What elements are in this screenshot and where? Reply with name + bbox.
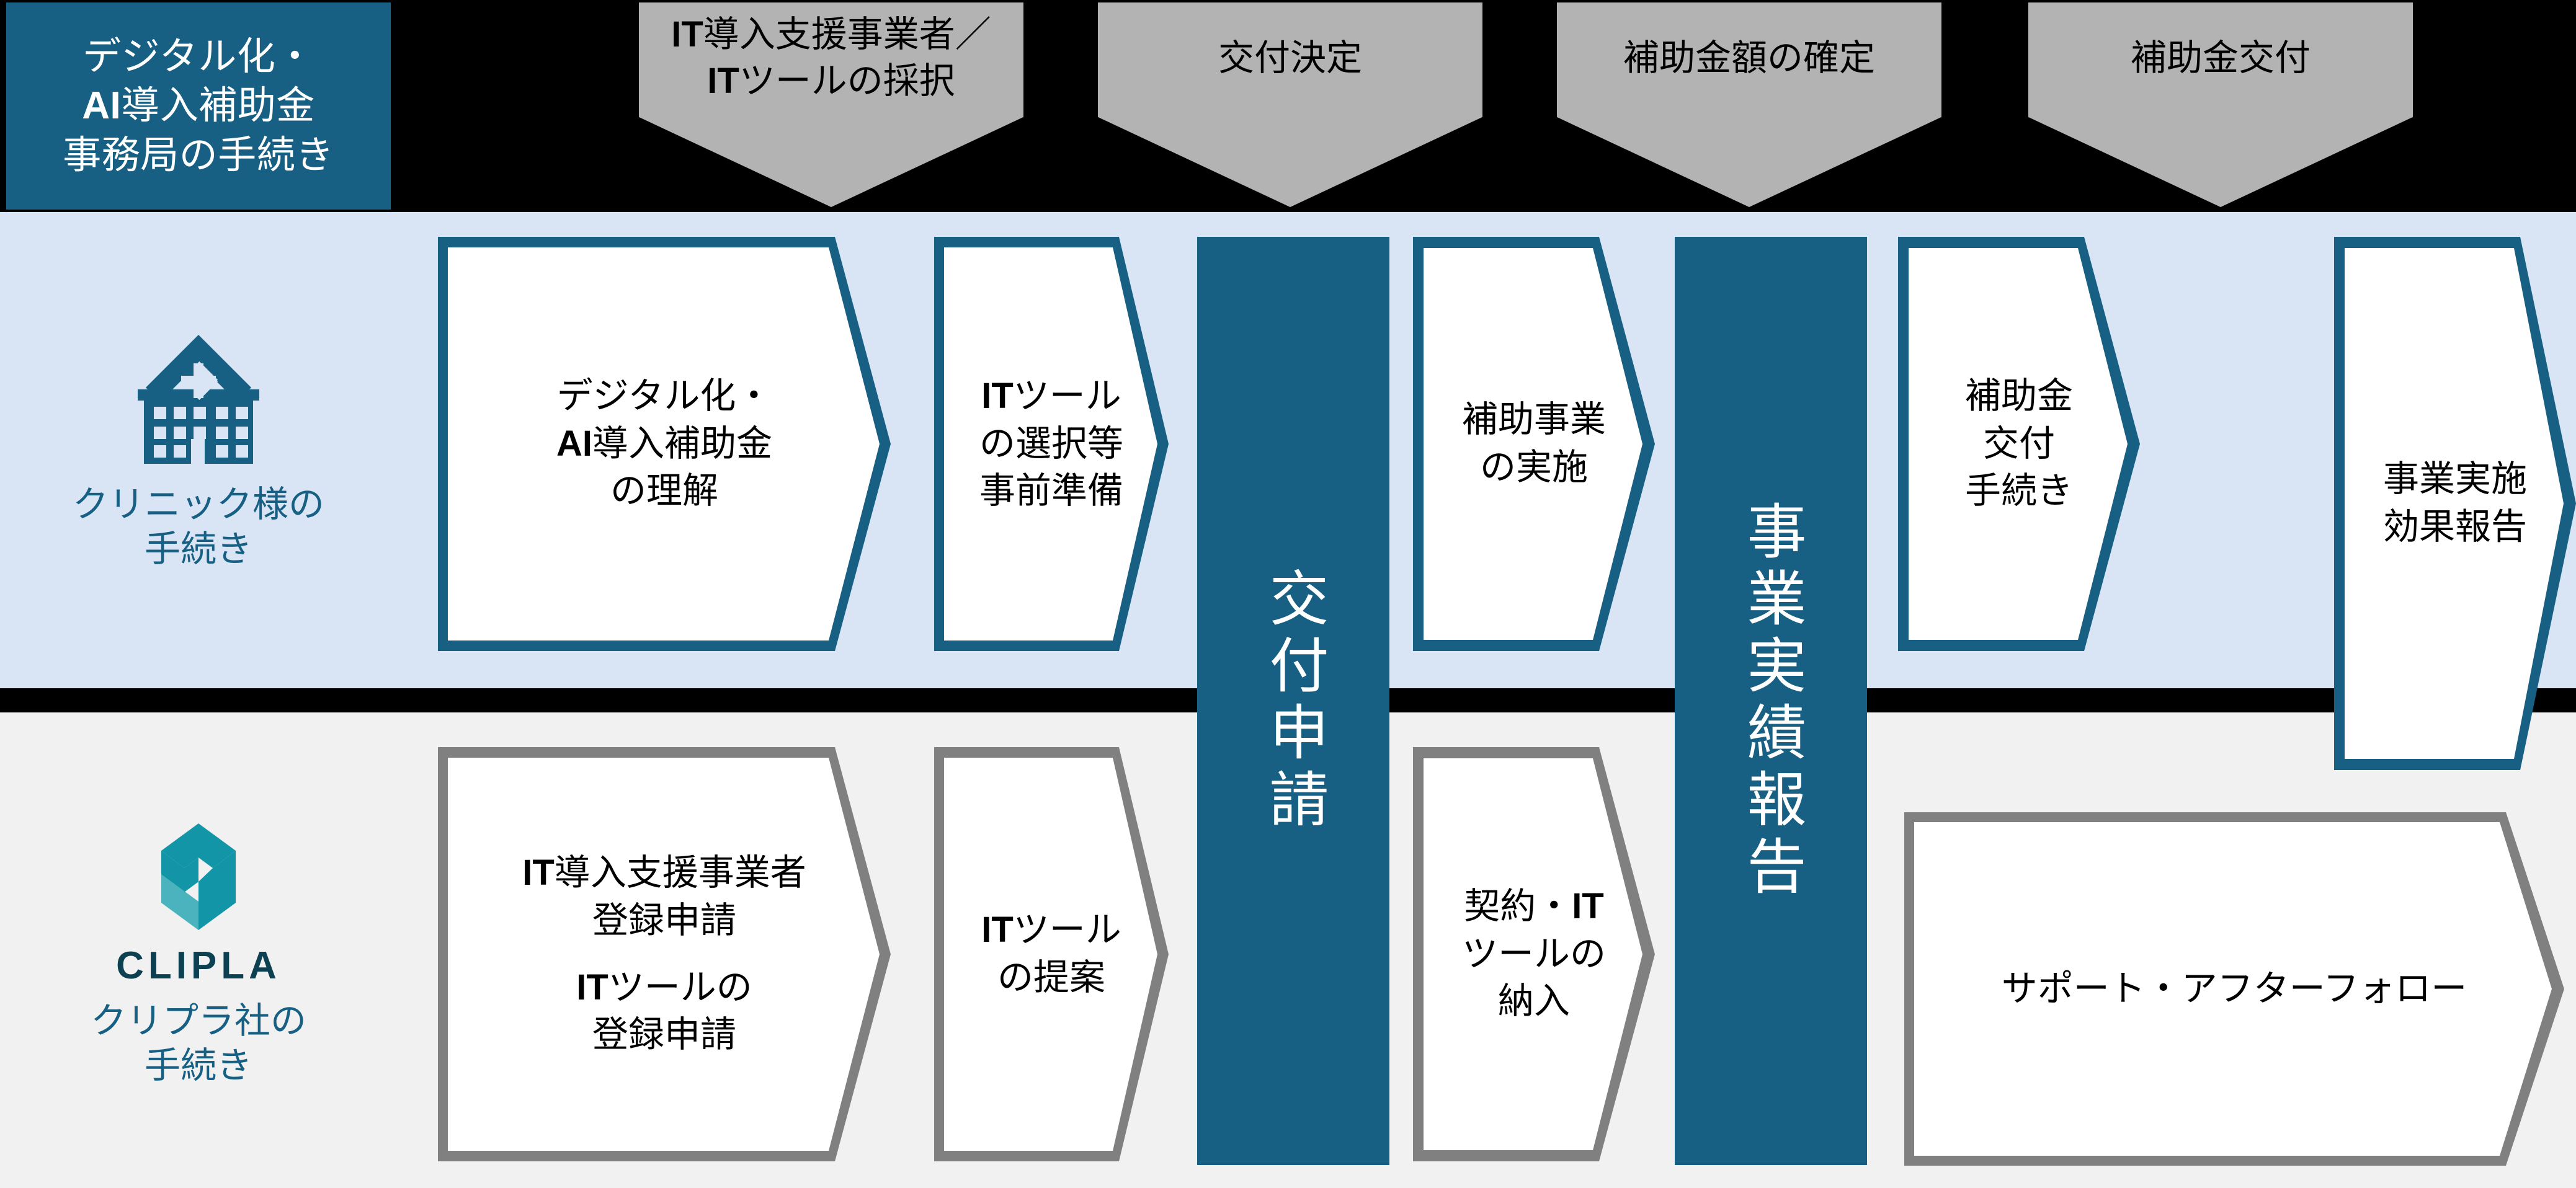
step-line-2: AI導入補助金 xyxy=(556,423,772,464)
clipla-row-label: CLIPLA クリプラ社の 手続き xyxy=(0,712,397,1188)
banner-line-2: ITツールの採択 xyxy=(707,61,955,102)
chevron-shape xyxy=(934,747,1169,1161)
step-line-1: IT導入支援事業者 xyxy=(522,852,806,893)
chevron-shape xyxy=(934,237,1169,651)
banner-line-1: IT導入支援事業者／ xyxy=(671,14,991,55)
step-label: ITツール の提案 xyxy=(981,907,1121,1001)
step-label: IT導入支援事業者 登録申請 ITツールの 登録申請 xyxy=(522,849,806,1059)
page-title-line-2: AI導入補助金 xyxy=(82,84,315,128)
banner-label: 補助金交付 xyxy=(2130,38,2311,78)
chevron-shape xyxy=(1904,812,2564,1166)
step-line-gap xyxy=(522,944,806,964)
step-line-1: ITツール xyxy=(981,376,1121,417)
step-line-1: サポート・アフターフォロー xyxy=(2001,968,2467,1009)
chevron-shape xyxy=(1898,237,2140,651)
clipla-caption: クリプラ社の 手続き xyxy=(91,999,306,1089)
banner-grant-payment: 補助金交付 xyxy=(2028,2,2413,207)
step-contract-delivery[interactable]: 契約・IT ツールの 納入 xyxy=(1413,747,1655,1161)
page-title-line-1: デジタル化・ xyxy=(82,35,314,78)
step-tool-proposal[interactable]: ITツール の提案 xyxy=(934,747,1169,1161)
clipla-logo xyxy=(161,823,236,930)
step-line-2: ツールの xyxy=(1461,933,1606,974)
column-shape xyxy=(1675,237,1867,1165)
step-line-3: の理解 xyxy=(610,471,718,512)
column-label: 交付申請 xyxy=(1260,567,1327,835)
step-implement-project[interactable]: 補助事業 の実施 xyxy=(1413,237,1655,651)
step-label: デジタル化・ AI導入補助金 の理解 xyxy=(556,373,772,515)
step-support-afterfollow[interactable]: サポート・アフターフォロー xyxy=(1904,812,2564,1166)
column-performance-report[interactable]: 事業実績報告 xyxy=(1675,237,1867,1165)
step-line-2: 交付 xyxy=(1982,423,2055,464)
step-understand-subsidy[interactable]: デジタル化・ AI導入補助金 の理解 xyxy=(438,237,891,651)
step-line-1: 補助金 xyxy=(1964,376,2073,417)
step-line-2: の提案 xyxy=(997,957,1105,998)
step-line-3: 事前準備 xyxy=(979,471,1123,512)
page-title-line-3: 事務局の手続き xyxy=(63,133,334,177)
chevron-shape xyxy=(438,237,891,651)
chevron-shape xyxy=(1413,237,1655,651)
step-line-2: 効果報告 xyxy=(2382,507,2527,547)
step-label: 事業実施 効果報告 xyxy=(2383,456,2527,551)
clinic-caption-line-2: 手続き xyxy=(144,529,252,569)
step-label: 補助金 交付 手続き xyxy=(1965,373,2073,515)
step-effect-report[interactable]: 事業実施 効果報告 xyxy=(2334,237,2576,770)
step-label: 契約・IT ツールの 納入 xyxy=(1462,883,1606,1026)
step-grant-payment-procedure[interactable]: 補助金 交付 手続き xyxy=(1898,237,2140,651)
step-vendor-registration[interactable]: IT導入支援事業者 登録申請 ITツールの 登録申請 xyxy=(438,747,891,1161)
step-line-1: ITツール xyxy=(981,910,1121,951)
step-line-2: の実施 xyxy=(1479,447,1588,487)
chevron-shape xyxy=(1413,747,1655,1161)
banner-label: 補助金額の確定 xyxy=(1623,38,1875,78)
step-label: ITツール の選択等 事前準備 xyxy=(979,373,1123,515)
step-line-1: 補助事業 xyxy=(1461,399,1606,440)
clipla-wordmark: CLIPLA xyxy=(116,944,281,987)
clipla-caption-line-2: 手続き xyxy=(144,1045,252,1086)
step-line-1: 事業実施 xyxy=(2382,459,2527,500)
banner-it-vendor-adoption: IT導入支援事業者／ ITツールの採択 xyxy=(639,2,1023,207)
step-line-5: 登録申請 xyxy=(592,1014,736,1055)
step-line-2: 登録申請 xyxy=(592,900,736,941)
step-line-1: デジタル化・ xyxy=(556,376,772,417)
step-line-4: ITツールの xyxy=(576,967,752,1008)
step-line-3: 手続き xyxy=(1964,471,2073,512)
page-title: デジタル化・ AI導入補助金 事務局の手続き xyxy=(6,2,391,210)
chevron-shape xyxy=(438,747,891,1161)
clinic-caption-line-1: クリニック様の xyxy=(72,484,324,525)
banner-grant-amount-fixed: 補助金額の確定 xyxy=(1557,2,1941,207)
column-label: 事業実績報告 xyxy=(1738,500,1804,902)
banner-label: 交付決定 xyxy=(1218,38,1362,78)
clinic-caption: クリニック様の 手続き xyxy=(73,482,324,572)
step-line-1: 契約・IT xyxy=(1464,886,1604,927)
step-label: サポート・アフターフォロー xyxy=(2002,965,2467,1013)
clipla-caption-line-1: クリプラ社の xyxy=(90,1000,306,1041)
step-label: 補助事業 の実施 xyxy=(1462,396,1606,491)
chevron-shape xyxy=(2334,237,2576,770)
clinic-row-label: クリニック様の 手続き xyxy=(0,212,397,688)
column-grant-application[interactable]: 交付申請 xyxy=(1197,237,1389,1165)
step-line-3: 納入 xyxy=(1497,981,1570,1022)
banner-grant-decision: 交付決定 xyxy=(1098,2,1482,207)
step-tool-selection-prep[interactable]: ITツール の選択等 事前準備 xyxy=(934,237,1169,651)
column-shape xyxy=(1197,237,1389,1165)
step-line-2: の選択等 xyxy=(979,423,1123,464)
hospital-icon xyxy=(138,334,259,464)
